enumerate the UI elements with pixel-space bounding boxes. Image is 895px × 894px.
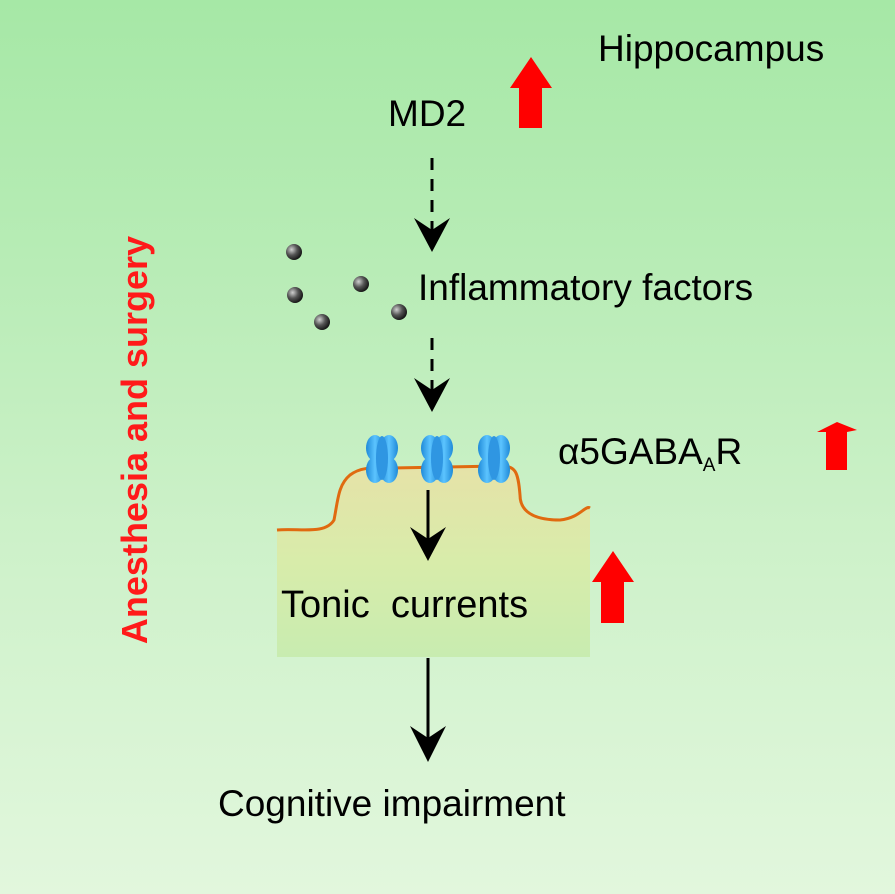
- cognitive-impairment-label: Cognitive impairment: [218, 783, 566, 824]
- particle-icon: [287, 287, 303, 303]
- receptor-label-tail: R: [715, 431, 743, 472]
- receptor-label-main: α5GABA: [558, 431, 703, 472]
- particle-icon: [286, 244, 302, 260]
- cell-body: [277, 466, 590, 657]
- anesthesia-surgery-label: Anesthesia and surgery: [114, 235, 155, 645]
- ion-channel-icon: [478, 435, 510, 483]
- inflammatory-factors-label: Inflammatory factors: [418, 267, 754, 308]
- particle-icon: [391, 304, 407, 320]
- receptor-label-subscript: A: [702, 455, 716, 476]
- ion-channel-icon: [366, 435, 398, 483]
- particle-icon: [353, 276, 369, 292]
- dashed-down-arrow-icon: [414, 158, 450, 252]
- md2-label: MD2: [388, 93, 467, 134]
- region-label: Hippocampus: [598, 28, 825, 69]
- up-arrow-icon: [592, 551, 634, 623]
- tonic-currents-label: Tonic currents: [281, 584, 529, 626]
- particle-icon: [314, 314, 330, 330]
- up-arrow-icon: [817, 422, 857, 470]
- solid-down-arrow-icon: [410, 490, 446, 561]
- solid-down-arrow-icon: [410, 658, 446, 762]
- dashed-down-arrow-icon: [414, 338, 450, 412]
- up-arrow-icon: [510, 57, 552, 128]
- receptor-label: α5GABAAR: [558, 433, 742, 475]
- ion-channel-icon: [421, 435, 453, 483]
